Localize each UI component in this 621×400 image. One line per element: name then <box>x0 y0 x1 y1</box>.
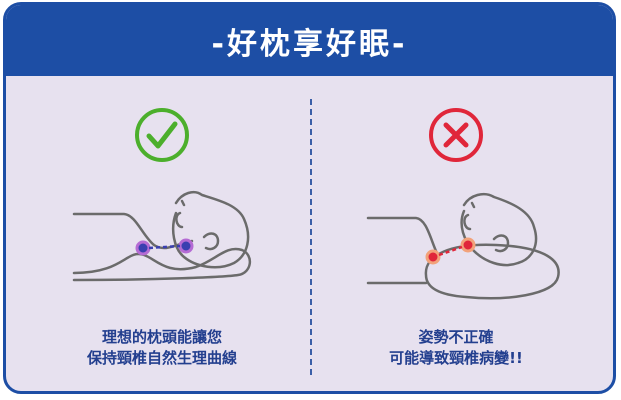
page-title: -好枕享好眠- <box>211 26 408 62</box>
correct-posture-caption: 理想的枕頭能讓您 保持頸椎自然生理曲線 <box>37 327 287 369</box>
correct-posture-illustration <box>72 191 251 282</box>
pillow-info-card: -好枕享好眠- <box>3 2 616 394</box>
illustrations <box>72 108 560 300</box>
panel-divider <box>310 99 312 375</box>
incorrect-posture-caption: 姿勢不正確 可能導致頸椎病變!! <box>331 327 581 369</box>
caption-line: 保持頸椎自然生理曲線 <box>86 349 237 367</box>
header-banner: -好枕享好眠- <box>6 5 613 76</box>
cross-icon <box>429 108 483 162</box>
check-icon <box>135 108 189 162</box>
neck-misalignment-marker <box>425 237 476 265</box>
caption-line: 可能導致頸椎病變!! <box>389 349 523 367</box>
caption-line: 理想的枕頭能讓您 <box>101 328 222 346</box>
neck-alignment-marker <box>135 238 194 256</box>
caption-line: 姿勢不正確 <box>418 328 494 346</box>
